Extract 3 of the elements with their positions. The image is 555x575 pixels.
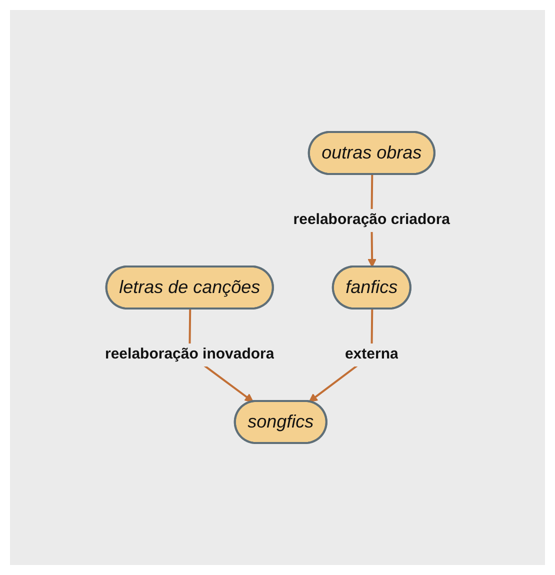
edge-label: reelaboração inovadora (104, 345, 274, 362)
edge-label: externa (344, 345, 398, 362)
edge-label: reelaboração criadora (293, 210, 450, 228)
